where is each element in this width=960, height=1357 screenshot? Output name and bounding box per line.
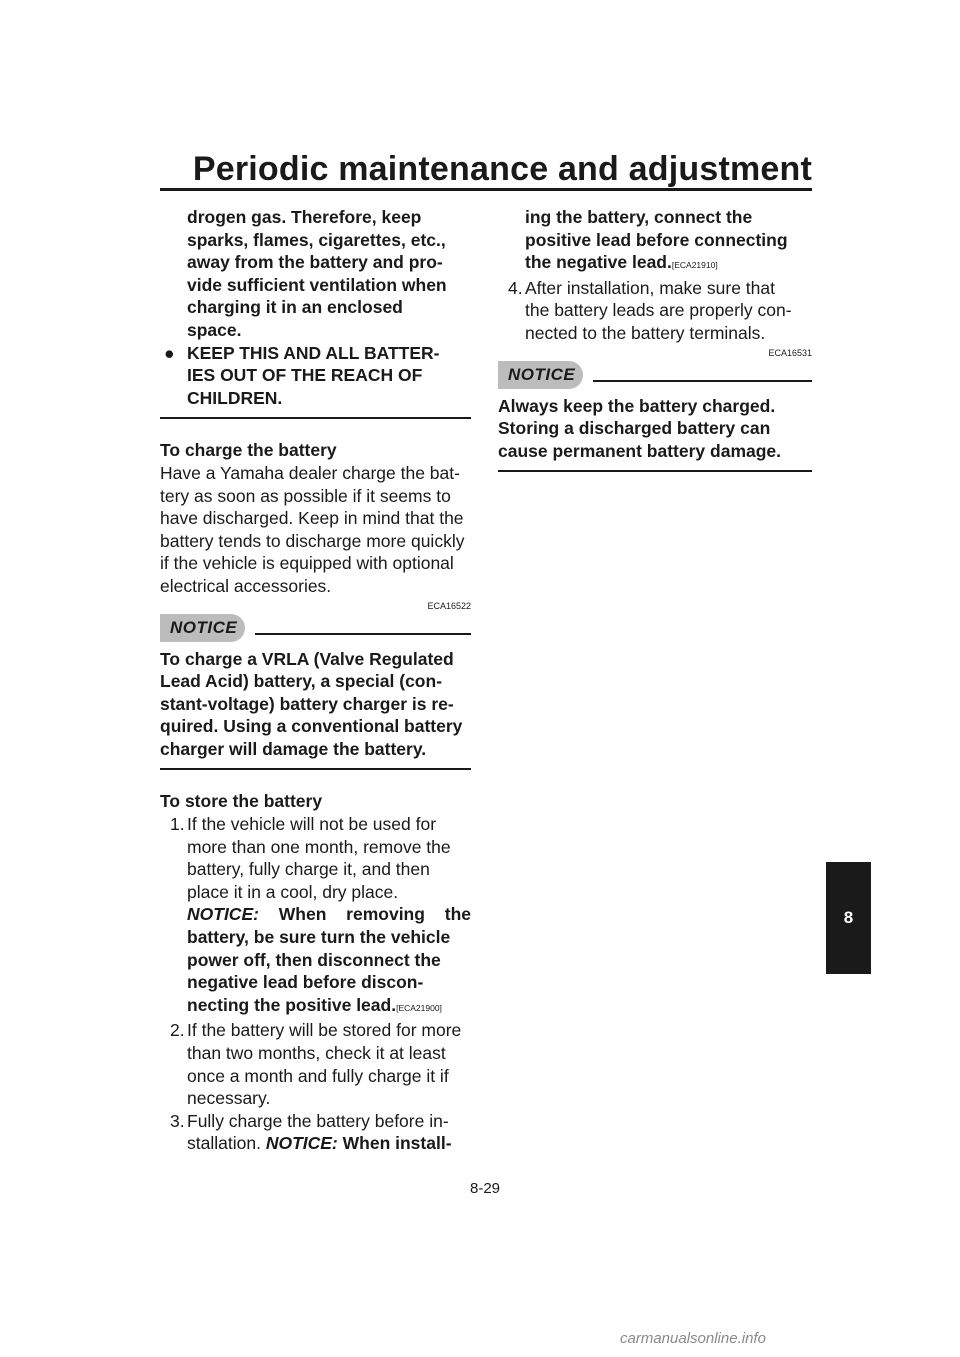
charge-heading: To charge the battery <box>160 440 337 461</box>
page-number: 8-29 <box>469 1180 501 1197</box>
notice-rule <box>255 632 471 635</box>
notice-end-rule <box>160 768 471 771</box>
list-item: 4. After installation, make sure that th… <box>508 277 792 343</box>
item3-continuation: ing the battery, connect the positive le… <box>525 207 788 273</box>
list-item: 3. Fully charge the battery before in- s… <box>170 1110 452 1154</box>
chapter-tab: 8 <box>826 862 871 974</box>
notice-text: To charge a VRLA (Valve Regulated Lead A… <box>160 648 463 759</box>
notice-badge: NOTICE <box>160 613 246 642</box>
notice-end-rule <box>498 470 812 473</box>
notice-header: NOTICE <box>498 359 812 391</box>
notice-header: NOTICE <box>160 612 471 644</box>
warning-continuation: drogen gas. Therefore, keep sparks, flam… <box>187 207 447 340</box>
left-column: drogen gas. Therefore, keep sparks, flam… <box>160 206 471 1155</box>
watermark: carmanualsonline.info <box>620 1330 766 1347</box>
charge-code: ECA16522 <box>427 600 471 611</box>
right-code: ECA16531 <box>768 347 812 358</box>
warning-end-rule <box>160 417 471 420</box>
list-item: 2. If the battery will be stored for mor… <box>170 1020 462 1109</box>
notice-rule <box>593 379 812 382</box>
notice-text: Always keep the battery charged. Storing… <box>498 395 782 461</box>
page-title: Periodic maintenance and adjustment <box>192 150 812 188</box>
store-heading: To store the battery <box>160 791 323 812</box>
warning-bullet: ● KEEP THIS AND ALL BATTER- IES OUT OF T… <box>164 342 440 408</box>
list-item: 1. If the vehicle will not be used for m… <box>170 814 471 1015</box>
header-rule <box>160 188 812 191</box>
right-column: ing the battery, connect the positive le… <box>498 206 812 473</box>
bullet-icon: ● <box>164 342 175 363</box>
charge-paragraph: Have a Yamaha dealer charge the bat- ter… <box>160 462 465 596</box>
notice-badge: NOTICE <box>498 360 584 389</box>
